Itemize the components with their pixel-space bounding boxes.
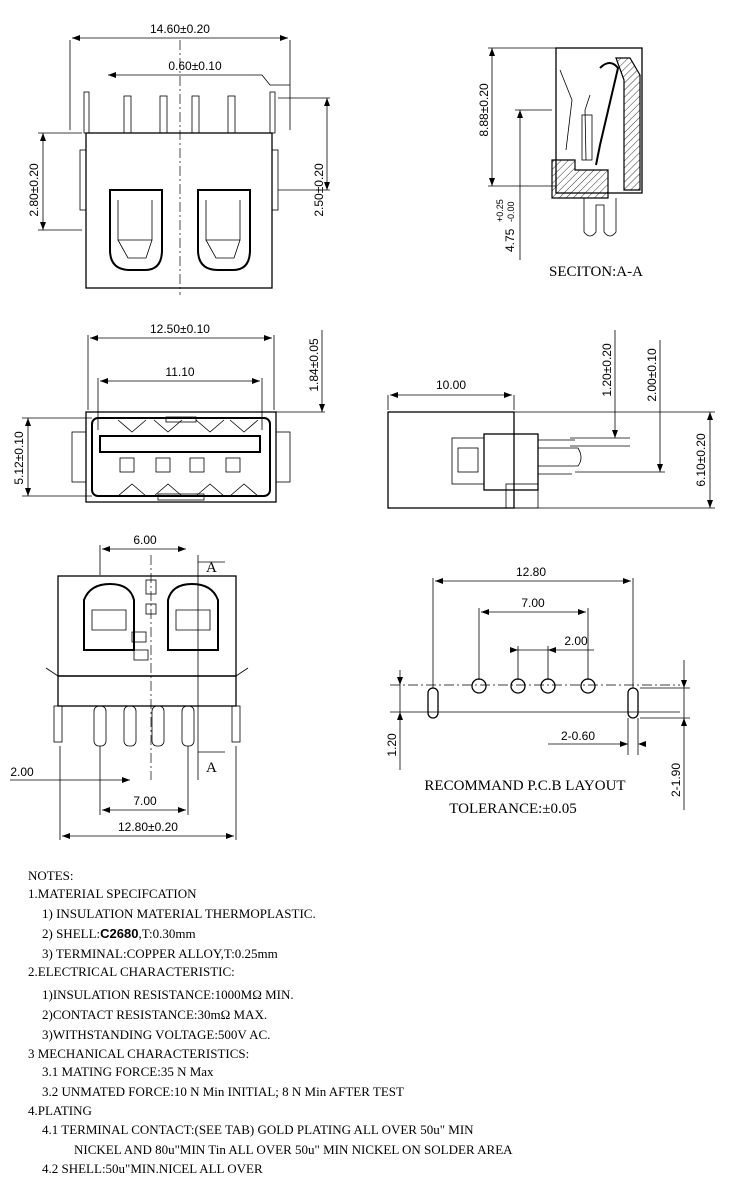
pcb-tolerance: TOLERANCE:±0.05 [449, 801, 577, 817]
notes-line: 3 MECHANICAL CHARACTERISTICS: [28, 1046, 249, 1061]
top-view-left-tab [79, 149, 87, 211]
pcb-layout: 12.80 7.00 2.00 2-0.60 1.20 2-1.90 RECOM… [385, 565, 690, 817]
notes-line: 4.PLATING [28, 1103, 92, 1118]
dim-pcb-pitch: 2.00 [564, 634, 588, 648]
top-view-slots [109, 189, 251, 271]
dim-section-lead-tol-plus: +0.25 [495, 199, 505, 222]
dim-pcb-slot: 2-1.90 [669, 763, 683, 797]
dim-side-h3: 6.10±0.20 [694, 433, 708, 487]
dim-bottom-span: 7.00 [133, 794, 157, 808]
notes-line: 2) SHELL:C2680,T:0.30mm [42, 926, 196, 941]
dim-pcb-span: 7.00 [521, 596, 545, 610]
notes-line: NICKEL AND 80u"MIN Tin ALL OVER 50u" MIN… [74, 1142, 513, 1157]
dim-front-right-height: 1.84±0.05 [307, 338, 321, 392]
dim-section-height: 8.88±0.20 [477, 83, 491, 137]
notes-line: 1) INSULATION MATERIAL THERMOPLASTIC. [42, 906, 316, 921]
dim-front-outer-width: 12.50±0.10 [150, 322, 210, 336]
dim-front-left-height: 5.12±0.10 [12, 431, 26, 485]
notes-block: NOTES: 1.MATERIAL SPECIFCATION 1) INSULA… [28, 868, 513, 1176]
notes-line: 4.2 SHELL:50u"MIN.NICEL ALL OVER [42, 1161, 263, 1176]
top-view-body [85, 132, 273, 289]
top-view-right-tab [271, 149, 279, 211]
front-view-contacts [117, 416, 259, 501]
notes-line: 2.ELECTRICAL CHARACTERISTIC: [28, 964, 235, 979]
dim-pcb-row: 1.20 [385, 733, 399, 757]
top-view: 14.60±0.20 0.60±0.10 2.80±0.20 2.50±0.20 [27, 22, 330, 295]
bottom-view-slots [83, 579, 219, 661]
front-view: 12.50±0.10 11.10 1.84±0.05 5.12±0.10 [12, 322, 325, 503]
dim-bottom-width: 12.80±0.20 [118, 820, 178, 834]
notes-line: 1)INSULATION RESISTANCE:1000MΩ MIN. [42, 987, 294, 1002]
front-view-opening [91, 417, 271, 497]
dim-front-inner-width: 11.10 [165, 365, 194, 379]
notes-heading: NOTES: [28, 868, 74, 883]
notes-line: 3.2 UNMATED FORCE:10 N Min INITIAL; 8 N … [42, 1084, 404, 1099]
dim-side-length: 10.00 [436, 378, 466, 392]
section-view: 8.88±0.20 4.75 +0.25 -0.00 SECITON:A-A [477, 47, 643, 280]
dim-side-h1: 1.20±0.20 [600, 343, 614, 397]
dim-top-width: 14.60±0.20 [150, 22, 210, 36]
top-view-pins [83, 91, 276, 134]
pcb-title: RECOMMAND P.C.B LAYOUT [424, 778, 625, 794]
bottom-view-pins [53, 705, 241, 747]
dim-top-left-height: 2.80±0.20 [27, 163, 41, 217]
dim-top-right-height: 2.50±0.20 [312, 163, 326, 217]
section-title: SECITON:A-A [549, 264, 643, 280]
front-view-shell [85, 411, 277, 503]
dim-section-lead-tol-minus: -0.00 [506, 201, 516, 222]
dim-side-h2: 2.00±0.10 [645, 348, 659, 402]
dim-section-lead: 4.75 [503, 228, 517, 252]
dim-pcb-width: 12.80 [516, 565, 546, 579]
front-view-tongue [99, 435, 261, 453]
dim-bottom-pitch: 2.00 [10, 765, 34, 779]
bottom-view: A A 6.00 2.00 7.00 12.80±0.20 [10, 533, 249, 840]
dim-pcb-hole: 2-0.60 [561, 729, 595, 743]
notes-line: 1.MATERIAL SPECIFCATION [28, 886, 197, 901]
notes-line: 2)CONTACT RESISTANCE:30mΩ MAX. [42, 1007, 267, 1022]
section-marker-top: A [206, 560, 217, 576]
notes-line: 4.1 TERMINAL CONTACT:(SEE TAB) GOLD PLAT… [42, 1122, 474, 1137]
notes-line: 3) TERMINAL:COPPER ALLOY,T:0.25mm [42, 946, 278, 961]
notes-line: 3.1 MATING FORCE:35 N Max [42, 1064, 214, 1079]
side-view: 10.00 1.20±0.20 2.00±0.10 6.10±0.20 [387, 330, 715, 509]
side-view-body [387, 411, 515, 509]
dim-bottom-half: 6.00 [133, 533, 157, 547]
notes-line: 3)WITHSTANDING VOLTAGE:500V AC. [42, 1027, 270, 1042]
section-marker-bottom: A [206, 760, 217, 776]
dim-top-pitch: 0.60±0.10 [168, 59, 222, 73]
